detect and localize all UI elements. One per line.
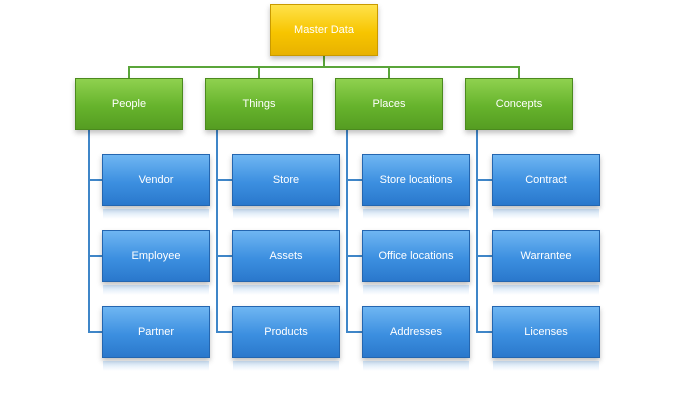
item-stub-connector	[216, 179, 233, 181]
item-stub-connector	[216, 331, 233, 333]
item-stub-connector	[476, 331, 493, 333]
item-stub-connector	[476, 255, 493, 257]
item-node-vendor: Vendor	[102, 154, 210, 219]
item-node-store: Store	[232, 154, 340, 219]
item-stub-connector	[88, 255, 103, 257]
category-node-places: Places	[335, 78, 443, 130]
item-stub-connector	[346, 255, 363, 257]
item-node-partner: Partner	[102, 306, 210, 371]
category-drop-connector	[388, 66, 390, 78]
category-drop-connector	[258, 66, 260, 78]
item-node-products: Products	[232, 306, 340, 371]
item-node-licenses: Licenses	[492, 306, 600, 371]
things-spine-connector	[216, 130, 218, 333]
people-spine-connector	[88, 130, 90, 333]
category-bus-connector	[128, 66, 520, 68]
item-stub-connector	[88, 331, 103, 333]
item-stub-connector	[88, 179, 103, 181]
item-node-office-locations: Office locations	[362, 230, 470, 295]
category-drop-connector	[128, 66, 130, 78]
item-node-contract: Contract	[492, 154, 600, 219]
category-drop-connector	[518, 66, 520, 78]
root-stem-connector	[323, 56, 325, 67]
item-stub-connector	[216, 255, 233, 257]
item-stub-connector	[346, 331, 363, 333]
item-node-employee: Employee	[102, 230, 210, 295]
category-node-things: Things	[205, 78, 313, 130]
category-node-people: People	[75, 78, 183, 130]
category-node-concepts: Concepts	[465, 78, 573, 130]
item-node-assets: Assets	[232, 230, 340, 295]
item-node-addresses: Addresses	[362, 306, 470, 371]
places-spine-connector	[346, 130, 348, 333]
concepts-spine-connector	[476, 130, 478, 333]
root-node-master-data: Master Data	[270, 4, 378, 56]
item-node-store-locations: Store locations	[362, 154, 470, 219]
item-stub-connector	[346, 179, 363, 181]
item-node-warrantee: Warrantee	[492, 230, 600, 295]
item-stub-connector	[476, 179, 493, 181]
